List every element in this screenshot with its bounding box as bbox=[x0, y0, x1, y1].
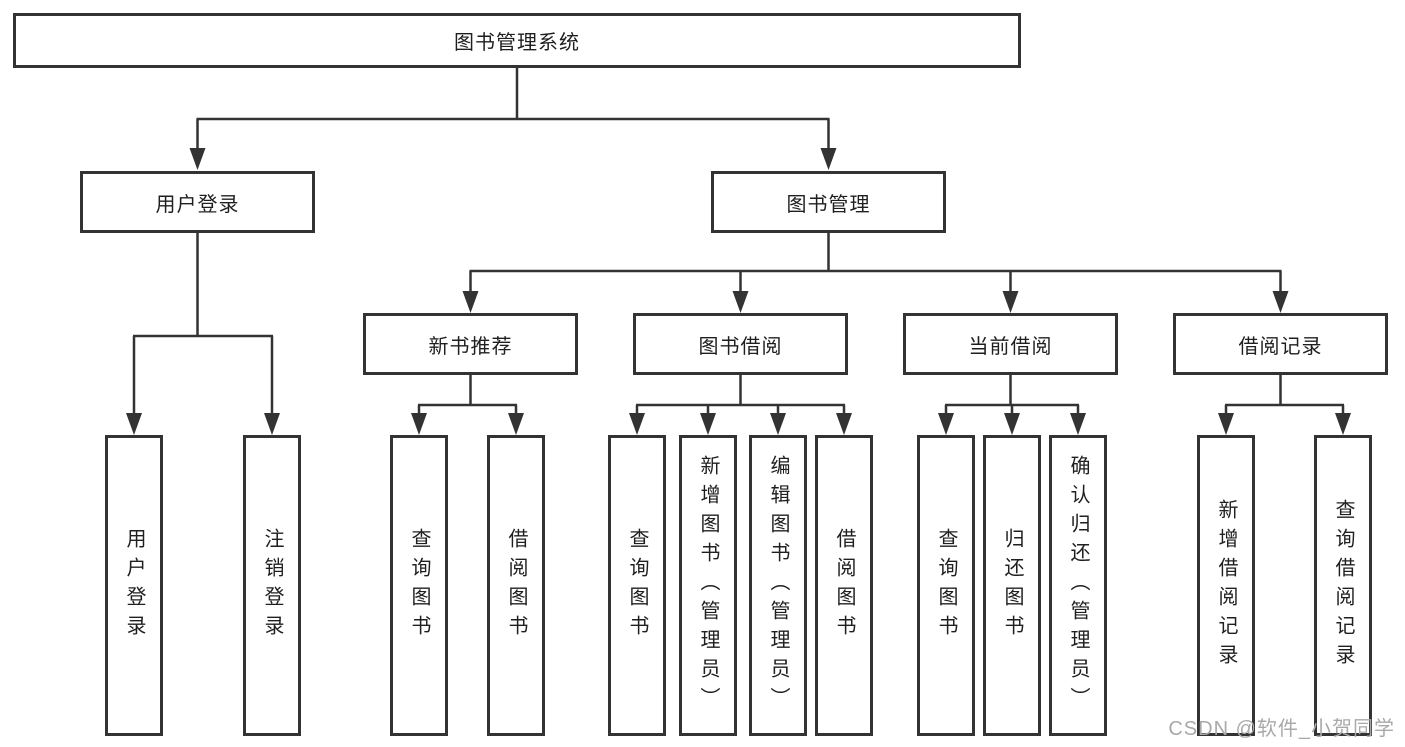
node-borrow-record: 借阅记录 bbox=[1173, 313, 1388, 375]
leaf-query-books-recommend: 查询图书 bbox=[390, 435, 448, 736]
leaf-borrow-books: 借阅图书 bbox=[815, 435, 873, 736]
node-book-management: 图书管理 bbox=[711, 171, 946, 233]
leaf-borrow-books-recommend: 借阅图书 bbox=[487, 435, 545, 736]
node-book-borrow: 图书借阅 bbox=[633, 313, 848, 375]
leaf-query-books-borrow: 查询图书 bbox=[608, 435, 666, 736]
leaf-user-login: 用户登录 bbox=[105, 435, 163, 736]
node-user-login: 用户登录 bbox=[80, 171, 315, 233]
node-new-book-recommend: 新书推荐 bbox=[363, 313, 578, 375]
leaf-edit-books-admin: 编辑图书（管理员） bbox=[749, 435, 807, 736]
arrowheads bbox=[126, 148, 1351, 435]
leaf-logout: 注销登录 bbox=[243, 435, 301, 736]
node-root-library-system: 图书管理系统 bbox=[13, 13, 1021, 68]
leaf-return-books: 归还图书 bbox=[983, 435, 1041, 736]
node-current-borrow: 当前借阅 bbox=[903, 313, 1118, 375]
leaf-confirm-return-admin: 确认归还（管理员） bbox=[1049, 435, 1107, 736]
leaf-add-books-admin: 新增图书（管理员） bbox=[679, 435, 737, 736]
leaf-query-borrow-record: 查询借阅记录 bbox=[1314, 435, 1372, 736]
csdn-watermark: CSDN @软件_小贺同学 bbox=[1168, 718, 1395, 740]
leaf-query-books-current: 查询图书 bbox=[917, 435, 975, 736]
leaf-add-borrow-record: 新增借阅记录 bbox=[1197, 435, 1255, 736]
